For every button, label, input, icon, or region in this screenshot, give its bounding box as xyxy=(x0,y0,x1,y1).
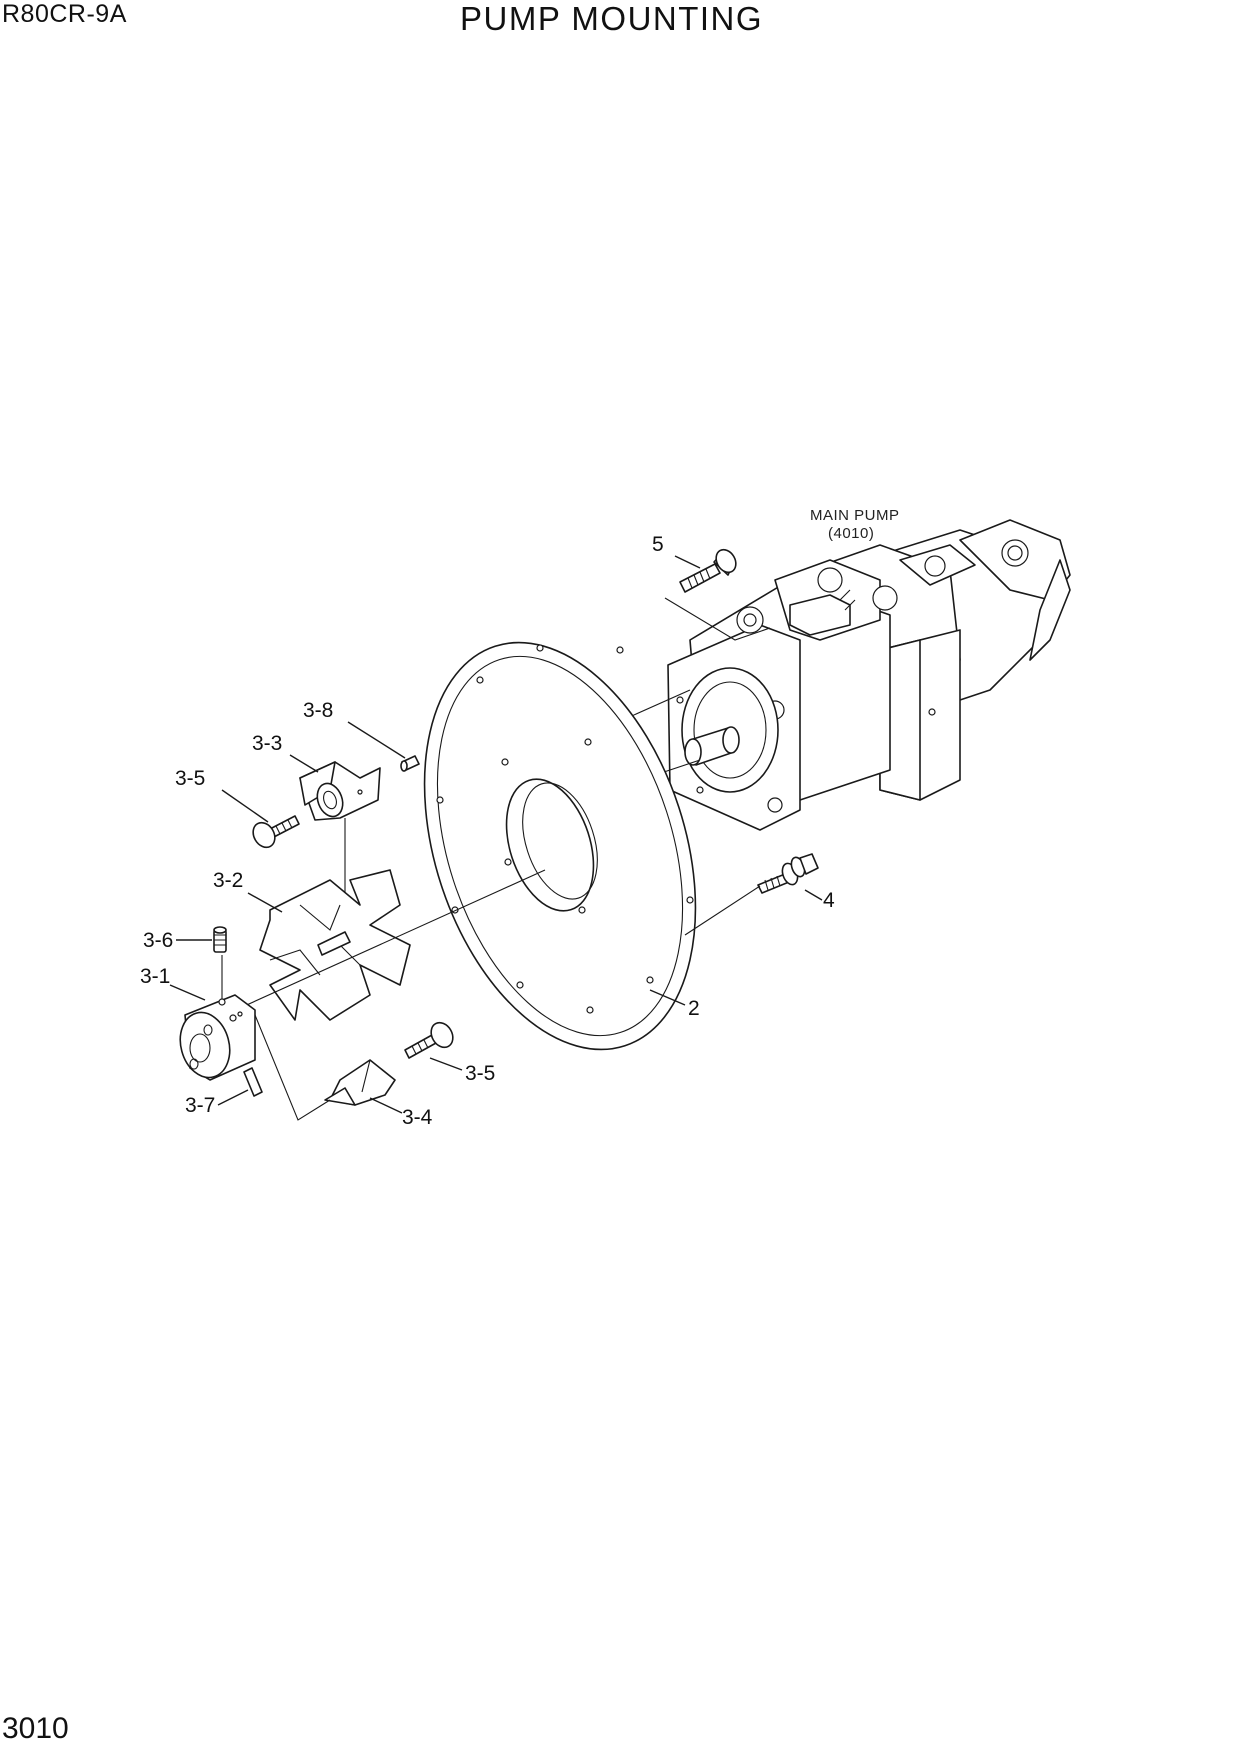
bolt-3-5-lower xyxy=(404,1021,454,1059)
guide-5 xyxy=(664,597,771,641)
model-code: R80CR-9A xyxy=(2,0,127,28)
callout-3-6: 3-6 xyxy=(143,929,173,952)
leader-2 xyxy=(649,989,686,1006)
callout-4: 4 xyxy=(823,889,835,912)
callout-3-1: 3-1 xyxy=(140,965,170,988)
leader-3-8 xyxy=(347,721,406,759)
leader-3-4 xyxy=(369,1097,403,1114)
callout-3-7: 3-7 xyxy=(185,1094,215,1117)
page-title: PUMP MOUNTING xyxy=(460,0,764,37)
bolt-3-5-upper xyxy=(252,815,300,849)
main-pump xyxy=(667,519,1071,831)
wedge-3-4 xyxy=(324,1059,396,1106)
leader-3-3 xyxy=(289,754,319,773)
bolt-washer-4 xyxy=(757,853,819,894)
spider-3-2 xyxy=(259,869,411,1021)
callout-3-3: 3-3 xyxy=(252,732,282,755)
callout-3-4: 3-4 xyxy=(402,1106,433,1129)
shaft-axis xyxy=(239,869,546,1009)
leader-3-5-upper xyxy=(221,789,269,823)
pin-3-8 xyxy=(400,755,420,772)
callout-5: 5 xyxy=(652,533,664,556)
bolt-5 xyxy=(679,548,737,593)
leader-3-5-lower xyxy=(429,1057,463,1071)
callout-3-8: 3-8 xyxy=(303,699,333,722)
leader-3-1 xyxy=(169,984,206,1001)
leader-3-2 xyxy=(247,892,283,913)
guide-4 xyxy=(684,885,761,936)
callout-3-5-lower: 3-5 xyxy=(465,1062,495,1085)
hub-3-3 xyxy=(299,761,381,821)
page-number: 3010 xyxy=(2,1712,69,1745)
callout-3-5-upper: 3-5 xyxy=(175,767,205,790)
pin-3-7 xyxy=(243,1067,263,1097)
leader-5 xyxy=(674,555,701,569)
flange-plate xyxy=(423,641,704,1051)
hub-3-1 xyxy=(179,994,256,1081)
leader-4 xyxy=(804,889,823,901)
main-pump-code: (4010) xyxy=(828,525,874,542)
main-pump-label: MAIN PUMP xyxy=(810,507,900,524)
guide-3-4-to-3-1 xyxy=(254,1014,331,1121)
callout-2: 2 xyxy=(688,997,700,1020)
callout-3-2: 3-2 xyxy=(213,869,243,892)
setscrew-3-6 xyxy=(213,926,227,953)
leader-3-7 xyxy=(217,1089,249,1106)
